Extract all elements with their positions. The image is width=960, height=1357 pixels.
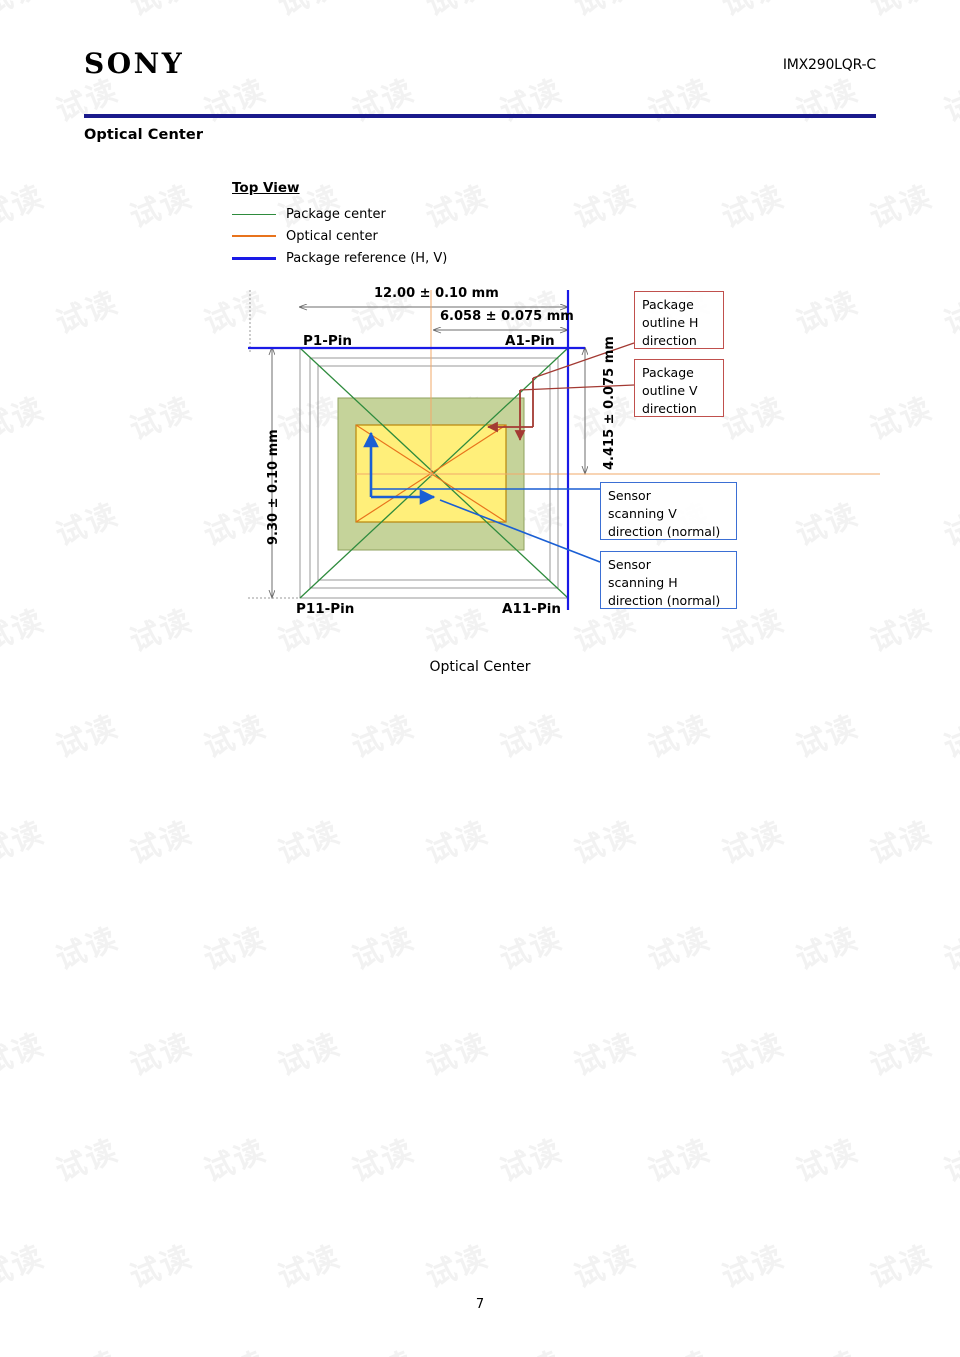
callout-sensor-scanning-v: Sensor scanning V direction (normal) <box>600 482 737 540</box>
legend-swatch-package-center <box>232 213 276 215</box>
legend-item-package-reference: Package reference (H, V) <box>232 247 447 269</box>
callout-sensor-scanning-h: Sensor scanning H direction (normal) <box>600 551 737 609</box>
legend-label-optical-center: Optical center <box>286 228 378 244</box>
pin-label-p11: P11-Pin <box>296 601 355 617</box>
legend-label-package-center: Package center <box>286 206 386 222</box>
legend-swatch-optical-center <box>232 235 276 237</box>
figure-caption: Optical Center <box>429 659 531 675</box>
sony-logo: SONY <box>84 47 185 80</box>
legend-title: Top View <box>232 180 300 196</box>
dimension-top-overall: 12.00 ± 0.10 mm <box>374 286 499 301</box>
pin-label-p1: P1-Pin <box>303 333 353 349</box>
figure-legend: Top View Package center Optical center P… <box>232 180 447 269</box>
part-number-label: IMX290LQR-C <box>782 57 876 73</box>
pin-label-a11: A11-Pin <box>502 601 561 617</box>
legend-item-package-center: Package center <box>232 203 447 225</box>
dimension-right-inner: 4.415 ± 0.075 mm <box>602 336 617 470</box>
callout-package-outline-v: Package outline V direction <box>634 359 724 417</box>
legend-swatch-package-reference <box>232 256 276 260</box>
dimension-top-inner: 6.058 ± 0.075 mm <box>440 309 574 324</box>
legend-item-optical-center: Optical center <box>232 225 447 247</box>
page-number: 7 <box>475 1297 485 1312</box>
legend-label-package-reference: Package reference (H, V) <box>286 250 448 266</box>
page-title: Optical Center <box>84 127 204 143</box>
dimension-left-overall: 9.30 ± 0.10 mm <box>266 429 281 545</box>
callout-package-outline-h: Package outline H direction <box>634 291 724 349</box>
header-divider <box>84 114 876 118</box>
pin-label-a1: A1-Pin <box>505 333 555 349</box>
